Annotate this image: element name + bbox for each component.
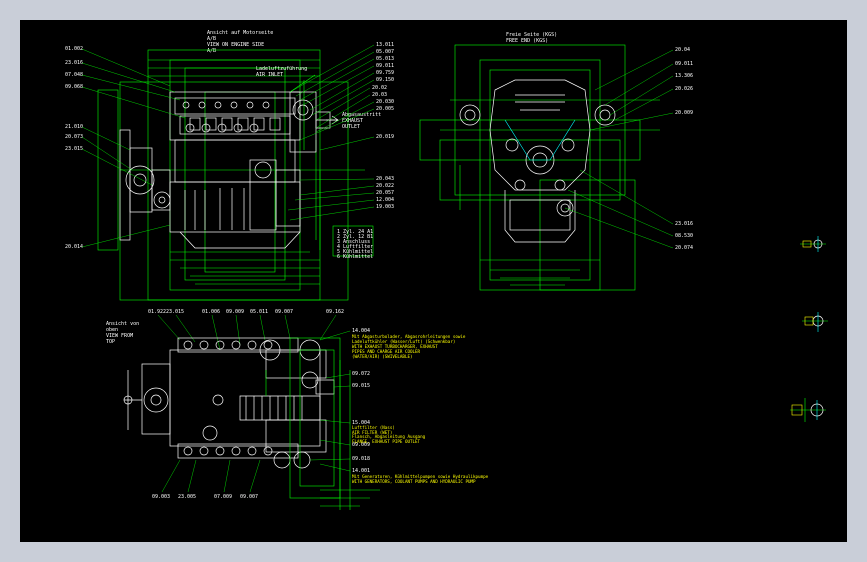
top-view-note-flange: Flansch, Abgasleitung Ausgang FLANGE, EX… (352, 434, 428, 444)
svg-text:20.019: 20.019 (376, 134, 394, 140)
detail-symbol-3 (790, 398, 826, 422)
side-view-right-callouts: 20.043 20.022 20.057 12.004 19.003 (287, 176, 394, 221)
top-view-dimension-frames (265, 337, 380, 510)
svg-text:20.022: 20.022 (376, 183, 394, 189)
detail-symbol-1 (800, 236, 826, 252)
side-view-title: Ansicht auf Motorseite A/B VIEW ON ENGIN… (207, 30, 276, 54)
svg-text:09.759: 09.759 (376, 70, 394, 76)
svg-text:07.009: 07.009 (214, 494, 232, 500)
svg-text:20.074: 20.074 (675, 245, 693, 251)
side-view-legend: 1 Zyl. 24 A1 2 Zyl. 12 B1 3 Anschluss 4 … (332, 225, 374, 260)
svg-text:3 Anschluss: 3 Anschluss (337, 239, 370, 245)
svg-text:01.006: 01.006 (202, 309, 220, 315)
top-view: Ansicht von oben VIEW FROM TOP 01.922 23… (106, 309, 491, 510)
svg-text:09.007: 09.007 (275, 309, 293, 315)
front-view-title: Freie Seite (KGS) FREE END (KGS) (506, 32, 560, 44)
svg-text:20.03: 20.03 (372, 92, 387, 98)
svg-text:09.009: 09.009 (226, 309, 244, 315)
top-view-note-turbocharger: Mit Abgasturbolader, Abgasrohrleitungen … (352, 334, 468, 359)
svg-text:09.150: 09.150 (376, 77, 394, 83)
svg-text:20.014: 20.014 (65, 244, 83, 250)
svg-text:20.009: 20.009 (675, 110, 693, 116)
svg-text:12.004: 12.004 (376, 197, 394, 203)
svg-text:5 Kühlmittel: 5 Kühlmittel (337, 249, 373, 255)
svg-text:14.001: 14.001 (352, 468, 370, 474)
top-view-title: Ansicht von oben VIEW FROM TOP (106, 321, 142, 345)
exhaust-outlet-label: Abgasaustritt EXHAUST OUTLET (342, 112, 384, 130)
exhaust-arrow-icon (316, 115, 340, 125)
svg-text:05.013: 05.013 (376, 56, 394, 62)
svg-text:6 Kühlmittel: 6 Kühlmittel (337, 254, 373, 260)
svg-text:19.003: 19.003 (376, 204, 394, 210)
svg-text:14.004: 14.004 (352, 328, 370, 334)
svg-text:2 Zyl. 12 B1: 2 Zyl. 12 B1 (337, 234, 373, 240)
svg-text:23.016: 23.016 (675, 221, 693, 227)
top-view-note-generators: Mit Generatoren, Kühlmittelpumpen sowie … (352, 474, 491, 484)
svg-text:13.306: 13.306 (675, 73, 693, 79)
svg-text:13.011: 13.011 (376, 42, 394, 48)
svg-text:09.018: 09.018 (352, 456, 370, 462)
side-view-left-callouts: 01.002 23.016 07.048 09.068 21.010 20.07… (65, 46, 186, 250)
svg-text:23.015: 23.015 (166, 309, 184, 315)
svg-text:01.002: 01.002 (65, 46, 83, 52)
svg-text:09.011: 09.011 (376, 63, 394, 69)
svg-text:08.530: 08.530 (675, 233, 693, 239)
side-view-top-callouts: 13.011 05.007 05.013 09.011 09.759 09.15… (289, 42, 394, 151)
svg-text:07.048: 07.048 (65, 72, 83, 78)
top-view-callouts-top: 01.922 23.015 01.006 09.009 05.011 09.00… (148, 309, 344, 351)
detail-symbol-2 (802, 312, 828, 332)
front-view-dimension-frames (419, 44, 660, 291)
svg-text:09.009: 09.009 (352, 442, 370, 448)
top-view-engine (123, 337, 335, 469)
svg-text:09.072: 09.072 (352, 371, 370, 377)
top-view-callouts-bottom: 09.003 23.005 07.009 09.007 (152, 459, 261, 500)
top-view-callouts-right: 14.004 09.072 09.015 15.004 09.009 09.01… (309, 328, 370, 474)
svg-text:20.026: 20.026 (675, 86, 693, 92)
svg-text:20.057: 20.057 (376, 190, 394, 196)
svg-text:09.162: 09.162 (326, 309, 344, 315)
svg-text:20.005: 20.005 (376, 106, 394, 112)
svg-text:23.015: 23.015 (65, 146, 83, 152)
svg-text:15.004: 15.004 (352, 420, 370, 426)
front-view-engine (459, 79, 616, 243)
svg-text:01.922: 01.922 (148, 309, 166, 315)
side-view: Ansicht auf Motorseite A/B VIEW ON ENGIN… (65, 30, 394, 301)
svg-text:20.04: 20.04 (675, 47, 690, 53)
svg-text:09.011: 09.011 (675, 61, 693, 67)
cad-viewport[interactable]: Ansicht auf Motorseite A/B VIEW ON ENGIN… (20, 20, 847, 542)
front-view-right-callouts: 20.04 09.011 13.306 20.026 20.009 23.016… (564, 47, 693, 251)
drawing-canvas[interactable]: Ansicht auf Motorseite A/B VIEW ON ENGIN… (20, 20, 847, 542)
charge-air-label: Ladeluftzuführung AIR INLET (256, 66, 310, 78)
side-view-engine (119, 91, 338, 249)
svg-text:4 Luftfilter: 4 Luftfilter (337, 244, 373, 250)
svg-text:20.030: 20.030 (376, 99, 394, 105)
svg-text:09.068: 09.068 (65, 84, 83, 90)
svg-text:09.007: 09.007 (240, 494, 258, 500)
svg-text:23.016: 23.016 (65, 60, 83, 66)
svg-text:05.007: 05.007 (376, 49, 394, 55)
svg-text:20.073: 20.073 (65, 134, 83, 140)
side-view-dimension-frames (97, 49, 365, 301)
front-view: Freie Seite (KGS) FREE END (KGS) (419, 32, 693, 291)
svg-text:20.043: 20.043 (376, 176, 394, 182)
svg-text:20.02: 20.02 (372, 85, 387, 91)
svg-text:1 Zyl. 24 A1: 1 Zyl. 24 A1 (337, 229, 373, 235)
svg-text:09.003: 09.003 (152, 494, 170, 500)
top-view-note-air-filter: Luftfilter (Nass) AIR FILTER (WET) (352, 425, 397, 435)
svg-text:21.010: 21.010 (65, 124, 83, 130)
svg-text:23.005: 23.005 (178, 494, 196, 500)
svg-text:05.011: 05.011 (250, 309, 268, 315)
svg-text:09.015: 09.015 (352, 383, 370, 389)
